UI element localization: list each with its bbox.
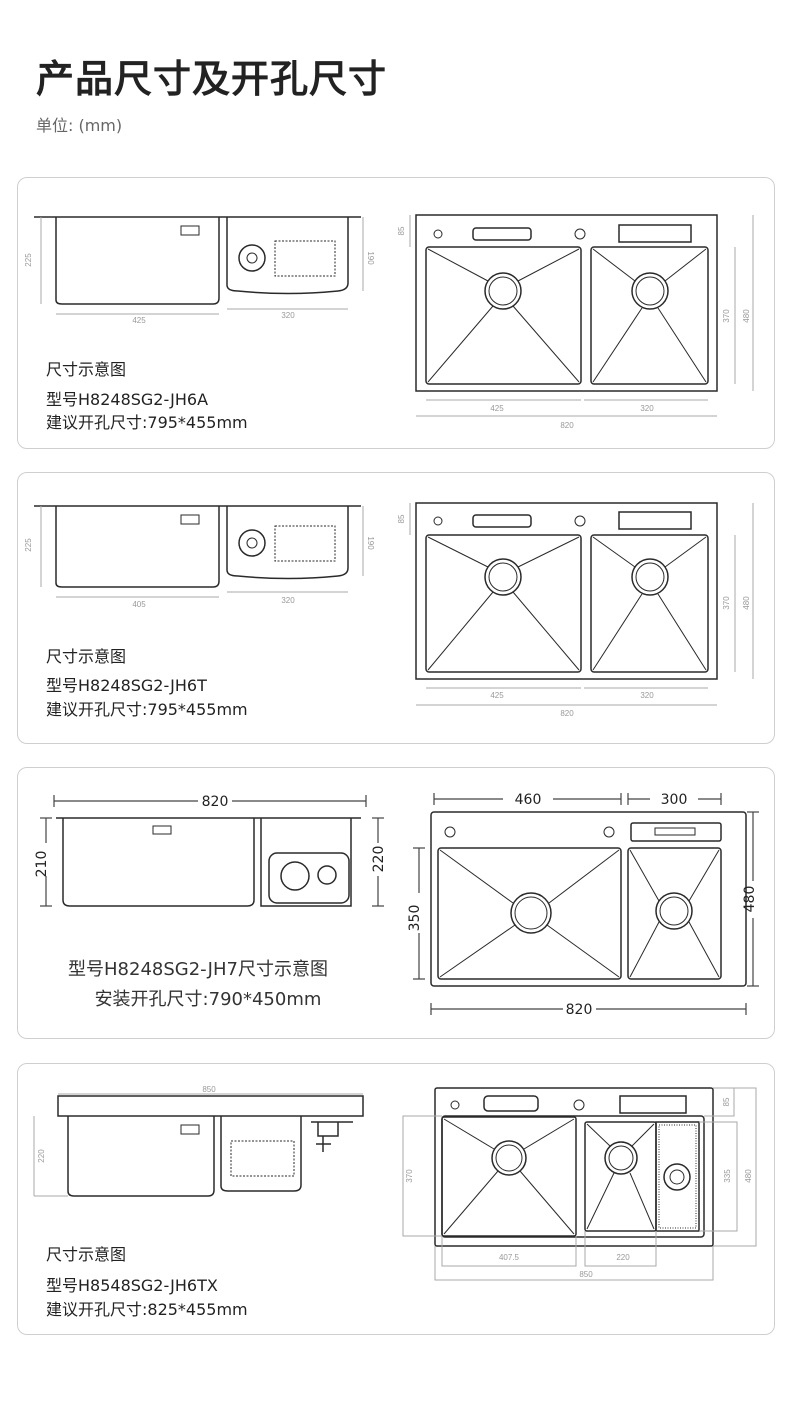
- dimension-drawing: 850 220 370 85 335 480 407.5 220 850: [33, 1085, 757, 1281]
- dim-total-width: 820: [560, 421, 574, 430]
- dim-bowl-height: 370: [722, 596, 731, 610]
- dim-height: 225: [24, 538, 33, 552]
- dim-deck: 85: [397, 514, 406, 523]
- dim-total-height: 480: [742, 886, 758, 913]
- dim-height: 220: [37, 1149, 46, 1163]
- dim-bowl-height: 370: [722, 309, 731, 323]
- dim-bowl2-height: 335: [723, 1169, 732, 1183]
- cutout-size: 安装开孔尺寸:790*450mm: [94, 989, 322, 1010]
- dim-bowl2: 320: [281, 596, 295, 605]
- dim-height: 225: [24, 253, 33, 267]
- side-view: 225 405 320 190: [24, 505, 375, 609]
- dim-deck: 85: [722, 1097, 731, 1106]
- product-card-jh6t: 225 405 320 190 85 370 480 425 320 820 尺…: [17, 472, 775, 744]
- dim-bowl1: 407.5: [499, 1253, 520, 1262]
- page-title: 产品尺寸及开孔尺寸: [36, 57, 388, 101]
- dim-bowl2: 300: [661, 792, 688, 808]
- dimension-drawing: 820 210 220 460 300 350 480 820: [34, 792, 759, 1018]
- dim-total-height: 480: [744, 1169, 753, 1183]
- unit-label: 单位: (mm): [36, 116, 123, 135]
- dim-bowl1: 460: [515, 792, 542, 808]
- cutout-size: 建议开孔尺寸:795*455mm: [46, 700, 248, 719]
- model-number: 型号H8248SG2-JH6T: [46, 676, 207, 695]
- dim-bowl2-height: 190: [366, 251, 375, 265]
- model-number: 型号H8548SG2-JH6TX: [46, 1276, 218, 1295]
- side-view: 820 210 220: [34, 794, 387, 907]
- dim-bowl1: 425: [132, 316, 146, 325]
- dim-deck: 85: [397, 226, 406, 235]
- dim-bowl-height: 370: [405, 1169, 414, 1183]
- dim-bowl2: 320: [281, 311, 295, 320]
- product-card-jh6tx: 850 220 370 85 335 480 407.5 220 850 尺寸示…: [17, 1063, 775, 1335]
- dim-width: 850: [202, 1085, 216, 1094]
- dim-bowl-height: 350: [407, 905, 423, 932]
- top-view: 370 85 335 480 407.5 220 850: [402, 1087, 757, 1281]
- product-card-jh6a: 225 425 320 190 85 370 480 425 320 820 尺…: [17, 177, 775, 449]
- dim-height-1: 210: [34, 851, 50, 878]
- dim-bowl2-height: 190: [366, 536, 375, 550]
- dim-height-2: 220: [371, 846, 387, 873]
- dim-total-height: 480: [742, 309, 751, 323]
- caption: 型号H8248SG2-JH7尺寸示意图: [68, 959, 328, 980]
- cutout-size: 建议开孔尺寸:795*455mm: [46, 413, 248, 432]
- product-card-jh7: 820 210 220 460 300 350 480 820 型号H8248S…: [17, 767, 775, 1039]
- top-view: 85 370 480 425 320 820: [397, 502, 754, 718]
- top-view: 85 370 480 425 320 820: [397, 214, 754, 430]
- side-view: 225 425 320 190: [24, 216, 375, 325]
- dim-bowl1: 405: [132, 600, 146, 609]
- dim-bowl2: 320: [640, 691, 654, 700]
- dimension-drawing: 225 405 320 190 85 370 480 425 320 820: [24, 502, 754, 718]
- caption: 尺寸示意图: [46, 1245, 127, 1264]
- caption: 尺寸示意图: [46, 360, 127, 379]
- dim-total-width: 850: [579, 1270, 593, 1279]
- dim-width: 820: [202, 794, 229, 810]
- dim-bowl1: 425: [490, 404, 504, 413]
- cutout-size: 建议开孔尺寸:825*455mm: [46, 1300, 248, 1319]
- dim-total-width: 820: [560, 709, 574, 718]
- dim-bowl2: 320: [640, 404, 654, 413]
- top-view: 460 300 350 480 820: [407, 792, 759, 1018]
- caption: 尺寸示意图: [46, 647, 127, 666]
- dimension-drawing: 225 425 320 190 85 370 480 425 320 820: [24, 214, 754, 430]
- model-number: 型号H8248SG2-JH6A: [46, 390, 209, 409]
- side-view: 850 220: [33, 1085, 364, 1197]
- dim-bowl2: 220: [616, 1253, 630, 1262]
- dim-total-height: 480: [742, 596, 751, 610]
- dim-bowl1: 425: [490, 691, 504, 700]
- dim-total-width: 820: [566, 1002, 593, 1018]
